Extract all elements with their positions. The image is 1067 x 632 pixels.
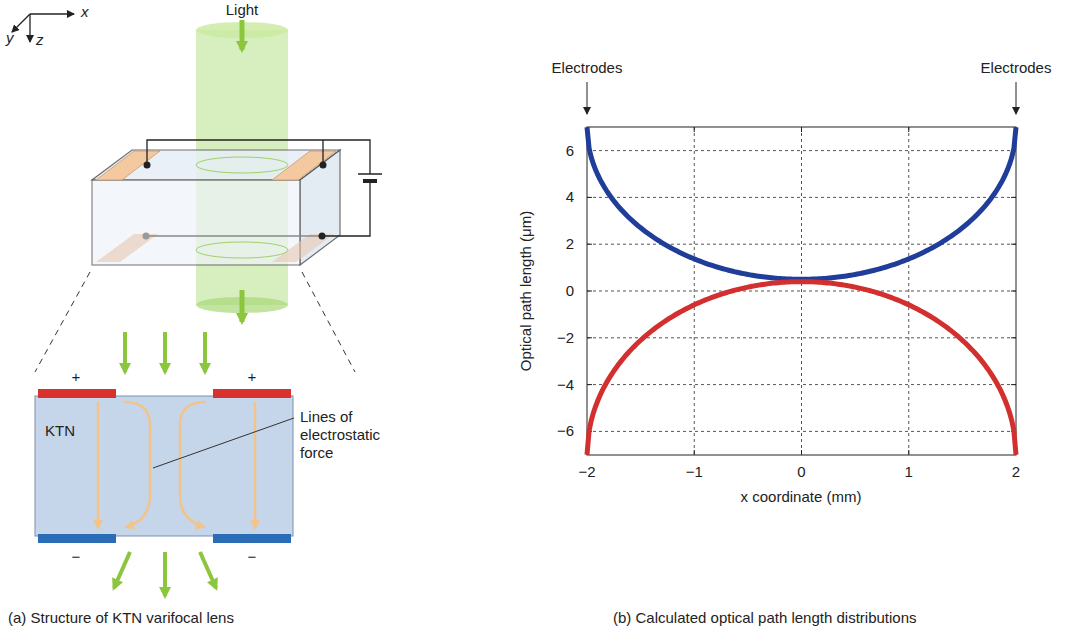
callout-label: Lines of electrostatic force bbox=[300, 408, 400, 462]
leader-line bbox=[153, 418, 294, 468]
tick-label: −1 bbox=[686, 463, 703, 481]
tick-mark bbox=[587, 197, 592, 198]
tick-label: 2 bbox=[1012, 463, 1020, 481]
tick-label: 0 bbox=[797, 463, 805, 481]
chart-grid bbox=[587, 127, 1016, 455]
beam-label: Light bbox=[226, 1, 259, 19]
tick-mark bbox=[801, 127, 802, 132]
tick-mark bbox=[908, 127, 909, 132]
polarity-sign: + bbox=[72, 368, 81, 386]
axis-title: x coordinate (mm) bbox=[741, 488, 862, 506]
terminal-dot bbox=[144, 162, 151, 169]
grid-line bbox=[801, 127, 802, 455]
grid-line bbox=[587, 384, 1016, 385]
polarity-sign: − bbox=[248, 548, 257, 566]
tick-mark bbox=[1011, 337, 1016, 338]
polarity-sign: − bbox=[72, 548, 81, 566]
grid-line bbox=[587, 244, 1016, 245]
tick-label: −6 bbox=[557, 422, 574, 440]
grid-line bbox=[908, 127, 909, 455]
tick-mark bbox=[801, 450, 802, 455]
tick-label: 1 bbox=[905, 463, 913, 481]
field-lines bbox=[98, 402, 255, 528]
tick-label: 0 bbox=[566, 282, 574, 300]
tick-mark bbox=[587, 244, 592, 245]
axis-label: x bbox=[81, 3, 89, 21]
cross-section bbox=[35, 389, 293, 543]
tick-label: 6 bbox=[566, 142, 574, 160]
axis-label: z bbox=[36, 31, 44, 49]
axis-label: y bbox=[6, 29, 14, 47]
tick-mark bbox=[908, 450, 909, 455]
tick-mark bbox=[1011, 384, 1016, 385]
tick-mark bbox=[694, 450, 695, 455]
tick-label: −4 bbox=[557, 376, 574, 394]
terminal-dot bbox=[320, 162, 327, 169]
electrode-label: Electrodes bbox=[981, 59, 1052, 77]
tick-mark bbox=[587, 337, 592, 338]
opl-curve bbox=[587, 282, 1016, 455]
battery-circuit bbox=[146, 140, 382, 236]
grid-line bbox=[587, 150, 1016, 151]
figure-caption: (b) Calculated optical path length distr… bbox=[613, 609, 917, 627]
material-label: KTN bbox=[45, 422, 293, 439]
terminal-dot bbox=[143, 233, 150, 240]
tick-label: 4 bbox=[566, 188, 574, 206]
tick-label: 2 bbox=[566, 235, 574, 253]
axis-title: Optical path length (μm) bbox=[517, 211, 535, 371]
tick-mark bbox=[1011, 291, 1016, 292]
tick-mark bbox=[1011, 244, 1016, 245]
tick-mark bbox=[587, 384, 592, 385]
figure-caption: (a) Structure of KTN varifocal lens bbox=[8, 609, 234, 627]
tick-mark bbox=[1011, 197, 1016, 198]
crystal-box bbox=[92, 150, 340, 265]
opl-curve bbox=[587, 127, 1016, 279]
chart-curves bbox=[587, 127, 1016, 455]
tick-mark bbox=[587, 291, 592, 292]
crystal-section: KTN bbox=[35, 396, 293, 536]
terminal-dot bbox=[319, 233, 326, 240]
grid-line bbox=[694, 127, 695, 455]
electrode-pointers bbox=[587, 82, 1016, 114]
polarity-sign: + bbox=[248, 368, 257, 386]
grid-line bbox=[587, 431, 1016, 432]
plot-frame bbox=[587, 127, 1016, 455]
grid-line bbox=[587, 197, 1016, 198]
tick-mark bbox=[694, 127, 695, 132]
electrode-label: Electrodes bbox=[552, 59, 623, 77]
tick-label: −2 bbox=[557, 329, 574, 347]
grid-line bbox=[587, 337, 1016, 338]
grid-line bbox=[587, 291, 1016, 292]
zoom-lines bbox=[35, 272, 355, 372]
tick-label: −2 bbox=[578, 463, 595, 481]
